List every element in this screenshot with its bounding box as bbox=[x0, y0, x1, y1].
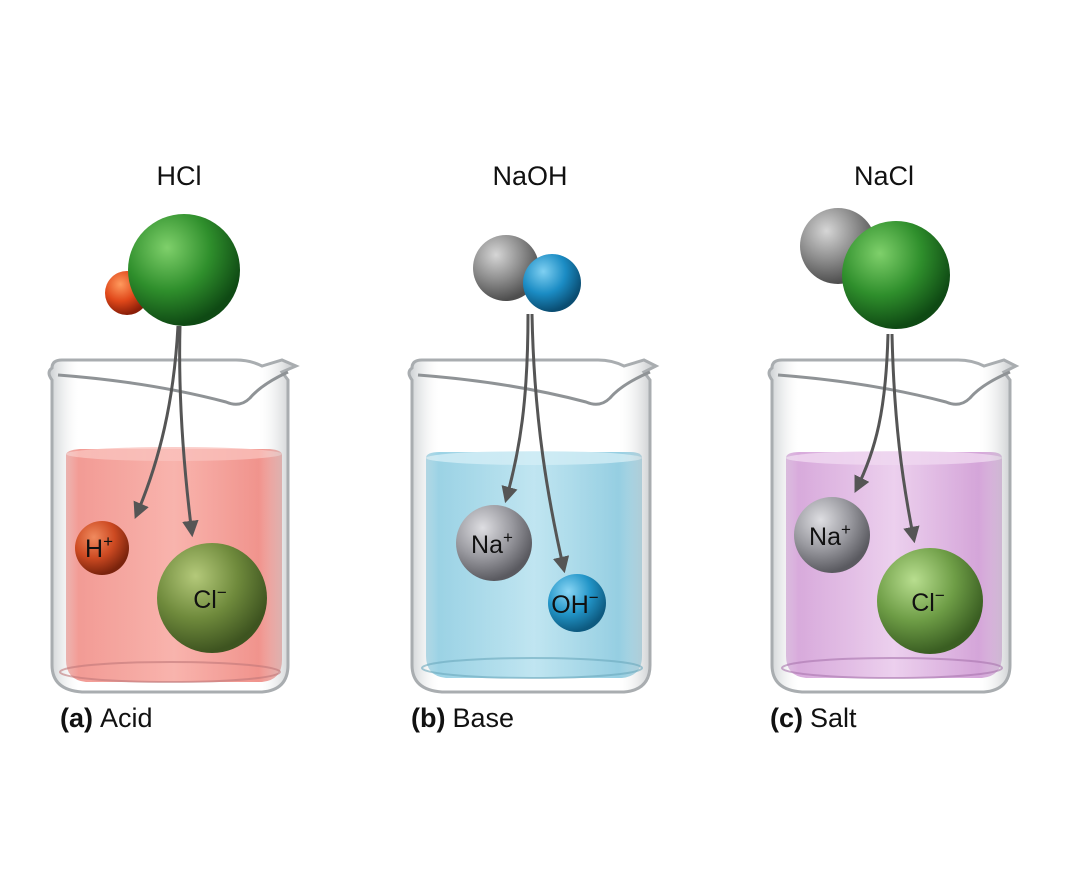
arrow-cl-ion-a bbox=[178, 325, 199, 538]
chlorine-atom-c bbox=[842, 221, 950, 329]
caption-salt: (c)Salt bbox=[770, 703, 857, 734]
beaker-a bbox=[47, 358, 300, 694]
svg-text:Na+: Na+ bbox=[471, 528, 513, 559]
caption-text-b: Base bbox=[452, 703, 515, 733]
svg-text:OH−: OH− bbox=[551, 588, 599, 619]
hcl-molecule bbox=[105, 214, 240, 326]
hydroxide-group bbox=[523, 254, 581, 312]
svg-text:H+: H+ bbox=[85, 532, 113, 563]
ion-h-plus: H+ bbox=[75, 521, 129, 575]
ion-na-plus-b: Na+ bbox=[456, 505, 532, 581]
caption-base: (b)Base bbox=[411, 703, 514, 734]
arrow-cl-ion-c bbox=[890, 333, 920, 544]
formula-naoh: NaOH bbox=[492, 161, 567, 191]
panel-base: NaOH Na+ OH− bbox=[407, 161, 660, 694]
beaker-b bbox=[407, 358, 660, 694]
beaker-glass-a bbox=[47, 358, 300, 694]
nacl-molecule bbox=[800, 208, 950, 329]
panel-salt: NaCl Na+ Cl− bbox=[767, 161, 1020, 694]
arrow-h-ion bbox=[133, 325, 180, 520]
arrow-na-ion-b bbox=[501, 313, 530, 504]
naoh-molecule bbox=[473, 235, 581, 312]
panel-acid: HCl H+ Cl− bbox=[47, 161, 300, 694]
caption-letter-a: (a) bbox=[60, 703, 93, 733]
caption-text-c: Salt bbox=[810, 703, 857, 733]
ion-oh-minus: OH− bbox=[548, 574, 606, 632]
caption-letter-c: (c) bbox=[770, 703, 803, 733]
arrow-oh-ion bbox=[530, 313, 570, 574]
formula-nacl: NaCl bbox=[854, 161, 914, 191]
caption-acid: (a)Acid bbox=[60, 703, 153, 734]
caption-text-a: Acid bbox=[100, 703, 153, 733]
ion-cl-minus-a: Cl− bbox=[157, 543, 267, 653]
formula-hcl: HCl bbox=[157, 161, 202, 191]
arrow-na-ion-c bbox=[854, 333, 890, 493]
svg-text:Cl−: Cl− bbox=[911, 586, 945, 617]
ion-na-plus-c: Na+ bbox=[794, 497, 870, 573]
svg-text:Na+: Na+ bbox=[809, 520, 851, 551]
sodium-atom bbox=[473, 235, 539, 301]
svg-text:Cl−: Cl− bbox=[193, 583, 227, 614]
caption-letter-b: (b) bbox=[411, 703, 446, 733]
chlorine-atom bbox=[128, 214, 240, 326]
beaker-glass-b bbox=[407, 358, 660, 694]
ion-cl-minus-c: Cl− bbox=[877, 548, 983, 654]
